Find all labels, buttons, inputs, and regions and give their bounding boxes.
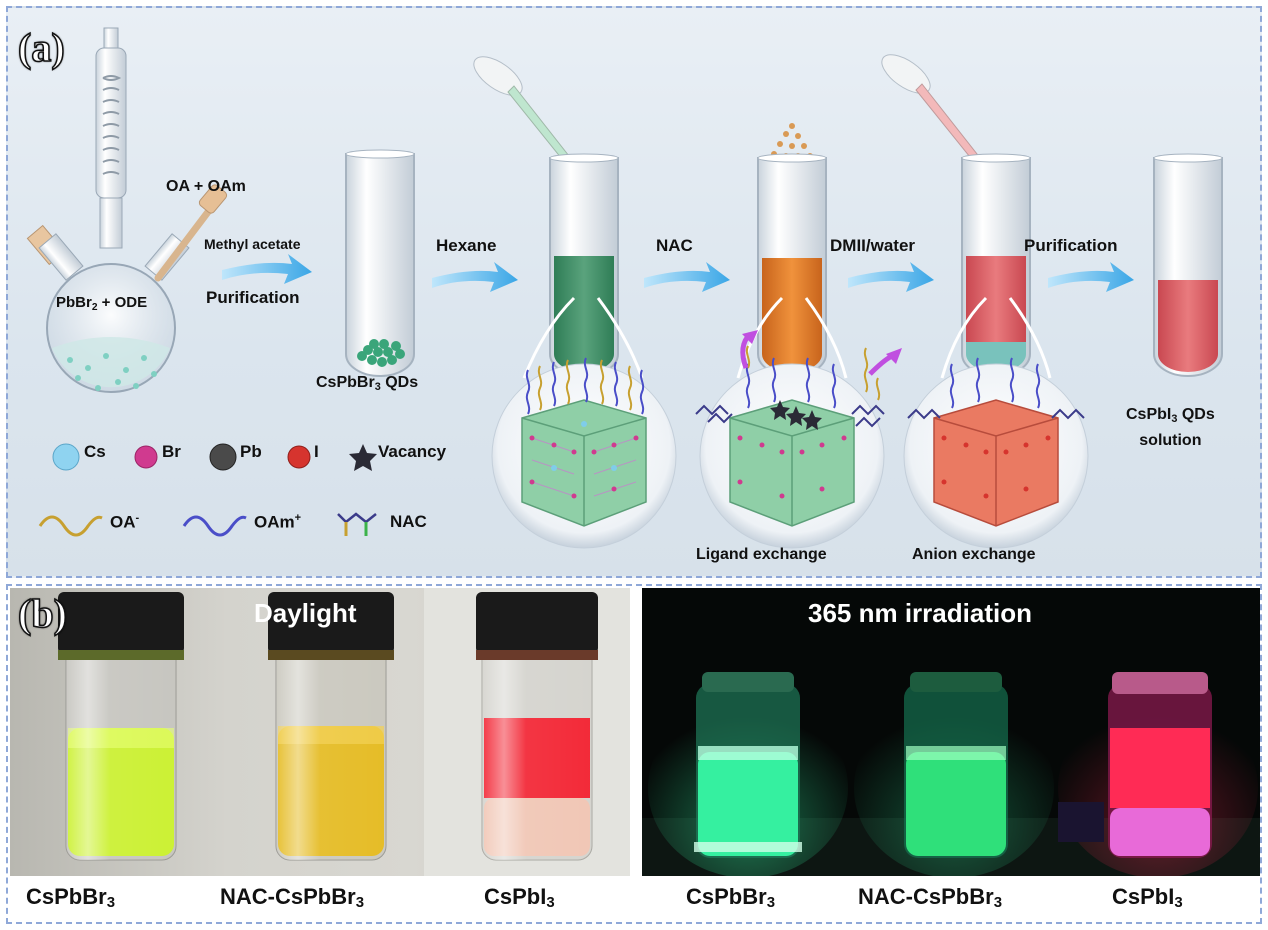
legend-oa-icon [38, 515, 103, 537]
panel-b: Daylight [6, 584, 1262, 924]
panel-a: (a) OA + OAm PbBr2 + ODE Methyl acetate … [6, 6, 1262, 578]
tube-green [549, 153, 619, 377]
legend-icons [38, 443, 377, 537]
legend-vacancy-label: Vacancy [378, 442, 447, 461]
legend-i-icon [287, 445, 311, 469]
crystal-bubble-2 [695, 296, 902, 549]
daylight-label-2: NAC-CsPbBr3 [220, 884, 365, 911]
uv-photo: 365 nm irradiation [642, 588, 1260, 876]
daylight-title: Daylight [254, 598, 357, 628]
crystal-bubble-3 [903, 296, 1089, 549]
vial-cspbbr3-daylight [58, 592, 184, 861]
panel-a-illustration [26, 27, 1223, 549]
step1-top-label: Methyl acetate [204, 236, 301, 252]
final-caption: CsPbI3 QDs solution [1126, 406, 1215, 449]
tube-cspbi3-solution [1153, 153, 1223, 377]
vial-cspbi3-uv [1058, 672, 1258, 876]
daylight-vials-illustration [58, 588, 630, 876]
step2-label: Hexane [436, 236, 497, 255]
uv-label-1: CsPbBr3 [686, 884, 776, 911]
daylight-label-1: CsPbBr3 [26, 884, 116, 911]
arrow-step-3 [644, 262, 730, 292]
daylight-photo: Daylight [10, 588, 630, 876]
three-neck-flask [26, 27, 228, 393]
vial-nac-cspbbr3-uv [854, 672, 1054, 876]
legend-pb-icon [209, 443, 237, 471]
arrow-step-2 [432, 262, 518, 292]
uv-label-2: NAC-CsPbBr3 [858, 884, 1003, 911]
arrow-step-1 [222, 254, 312, 284]
legend-i-label: I [314, 442, 319, 461]
vial-cspbbr3-uv [648, 672, 848, 876]
daylight-label-3: CsPbI3 [484, 884, 555, 911]
panel-b-label: (b) [17, 590, 67, 637]
legend-cs-icon [52, 443, 80, 471]
legend-pb-label: Pb [240, 442, 262, 461]
legend-vacancy-icon [349, 444, 377, 471]
flask-reagents-top: OA + OAm [166, 178, 246, 195]
flask-reagents-bottom: PbBr2 + ODE [56, 294, 148, 313]
panel-a-label: (a) [17, 24, 65, 71]
uv-vials-illustration [642, 672, 1260, 876]
anion-exchange-label: Anion exchange [912, 546, 1036, 563]
tube-orange [757, 153, 827, 377]
arrow-step-5 [1048, 262, 1134, 292]
tube1-caption: CsPbBr3 QDs [316, 374, 419, 393]
crystal-bubble-1 [491, 296, 677, 549]
ligand-exchange-label: Ligand exchange [696, 546, 827, 563]
legend-oam-icon [182, 515, 247, 537]
arrow-step-4 [848, 262, 934, 292]
step4-label: DMII/water [830, 236, 916, 255]
vial-cspbi3-daylight [476, 592, 598, 861]
vial-nac-cspbbr3-daylight [268, 592, 394, 861]
legend-cs-label: Cs [84, 442, 106, 461]
legend-br-label: Br [162, 442, 181, 461]
legend-oa-label: OA- [110, 512, 140, 532]
tube-red-biphasic [961, 153, 1031, 377]
legend-nac-icon [337, 512, 377, 536]
step3-label: NAC [656, 236, 693, 255]
tube-cspbbr3-precipitate [345, 149, 415, 377]
uv-label-3: CsPbI3 [1112, 884, 1183, 911]
step1-bottom-label: Purification [206, 288, 300, 307]
legend-oam-label: OAm+ [254, 512, 302, 532]
uv-title: 365 nm irradiation [808, 598, 1032, 628]
step5-label: Purification [1024, 236, 1118, 255]
legend-nac-label: NAC [390, 512, 427, 531]
legend-br-icon [134, 445, 158, 469]
